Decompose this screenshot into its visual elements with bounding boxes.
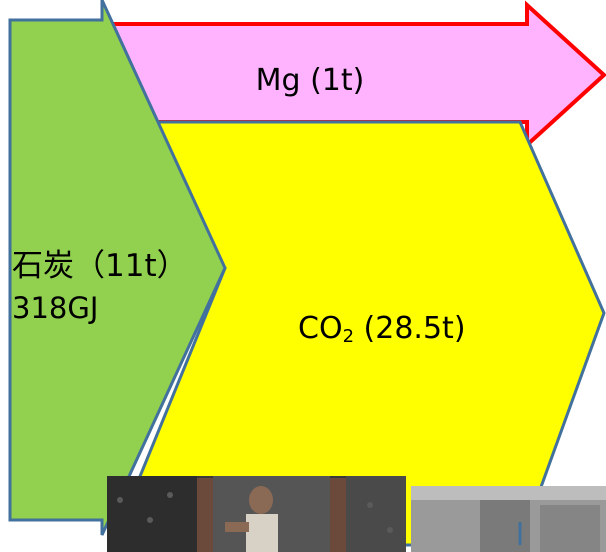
mg-label: Mg (1t) xyxy=(256,63,365,98)
co2-label-amount: (28.5t) xyxy=(354,311,466,346)
co2-label-prefix: CO xyxy=(298,311,343,346)
coal-label: 石炭（11t） xyxy=(12,248,188,284)
coal-arrow xyxy=(8,0,227,536)
co2-label-subscript: 2 xyxy=(343,326,354,347)
furnace-photo xyxy=(411,486,606,552)
co2-label: CO2 (28.5t) xyxy=(298,311,466,347)
coal-worker-photo xyxy=(107,476,406,552)
coal-energy-label: 318GJ xyxy=(12,291,98,325)
